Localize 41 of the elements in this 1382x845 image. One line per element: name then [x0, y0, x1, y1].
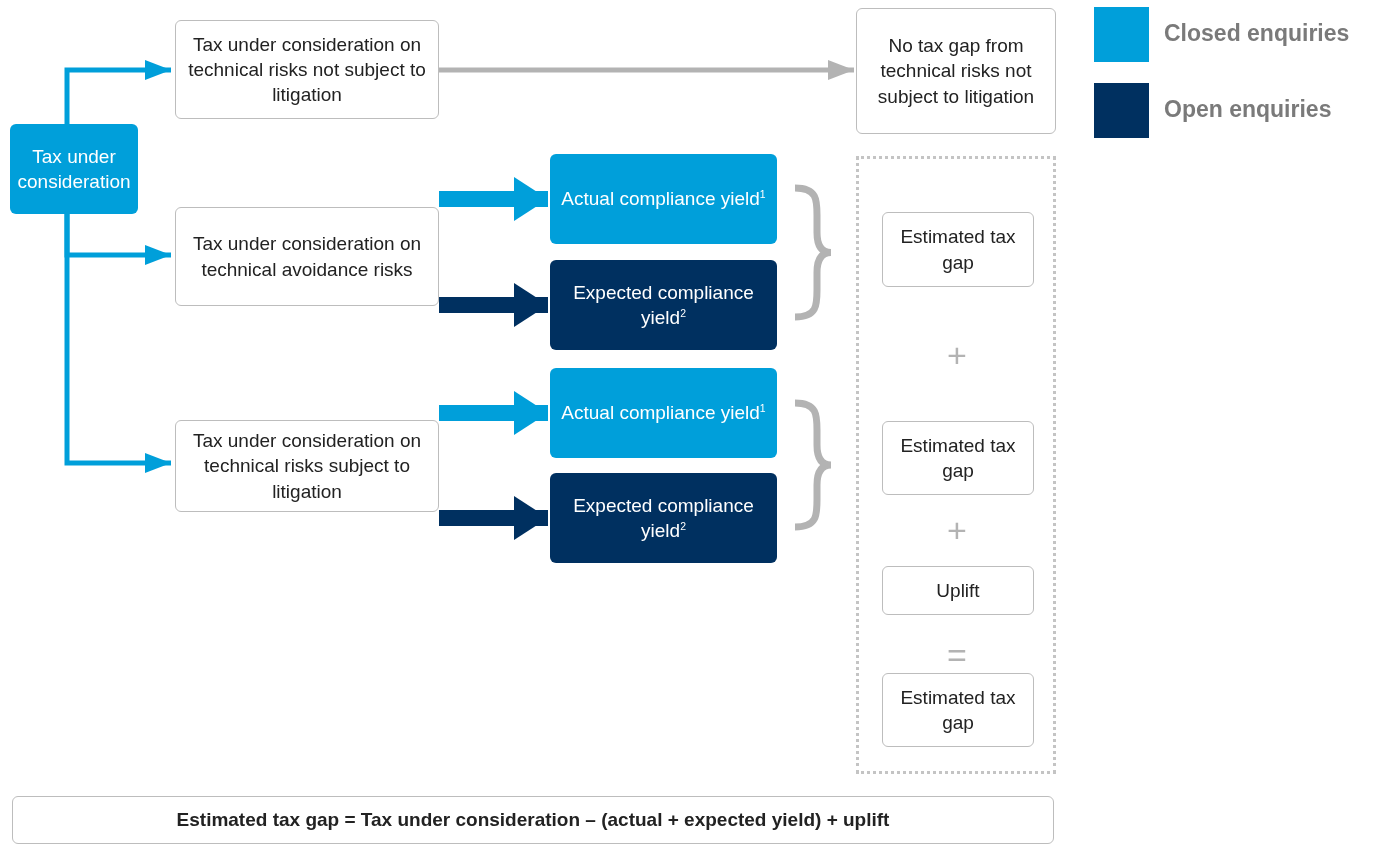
process-box	[175, 420, 439, 512]
operator-sign: +	[947, 513, 967, 547]
process-box	[550, 260, 777, 350]
node-label: Estimated tax gap	[899, 225, 1017, 275]
process-box	[550, 368, 777, 458]
node-label: Estimated tax gap	[899, 433, 1017, 483]
node-label: Tax under consideration on technical risks subject to litigation	[191, 429, 423, 504]
process-box	[550, 154, 777, 244]
node-label: Actual compliance yield$^{1}$	[560, 401, 767, 426]
block-arrow	[439, 177, 548, 221]
node-label: Tax under consideration	[16, 144, 132, 194]
block-arrow	[439, 496, 548, 540]
dotted-group-outline	[856, 156, 1056, 774]
process-box	[882, 566, 1034, 615]
process-box	[10, 124, 138, 214]
process-box	[882, 212, 1034, 287]
node-label: Expected compliance yield$^{2}$	[572, 493, 755, 543]
arrow	[64, 214, 171, 473]
node-label: Uplift	[935, 578, 981, 603]
process-box	[175, 207, 439, 306]
node-label: Estimated tax gap = Tax under consideration – (actual + expected yield) + uplift	[175, 808, 891, 833]
process-box	[882, 421, 1034, 495]
process-box	[175, 20, 439, 119]
node-label: Tax under consideration on technical risks not subject to litigation	[187, 32, 427, 108]
node-label: Expected compliance yield$^{2}$	[572, 280, 755, 330]
process-box	[882, 673, 1034, 747]
formula-box	[12, 796, 1054, 844]
operator-sign: =	[947, 638, 967, 672]
block-arrow	[439, 391, 548, 435]
node-label: Actual compliance yield$^{1}$	[560, 187, 767, 212]
arrow	[64, 60, 171, 124]
arrow	[439, 60, 854, 80]
process-box	[856, 8, 1056, 134]
node-label: No tax gap from technical risks not subject to litigation	[876, 34, 1036, 109]
node-label: Estimated tax gap	[899, 685, 1017, 735]
node-label: Tax under consideration on technical avoidance risks	[191, 232, 423, 282]
block-arrow	[439, 283, 548, 327]
legend-label: Closed enquiries	[1164, 20, 1350, 47]
operator-sign: +	[947, 338, 967, 372]
process-box	[550, 473, 777, 563]
legend-label: Open enquiries	[1164, 96, 1332, 123]
